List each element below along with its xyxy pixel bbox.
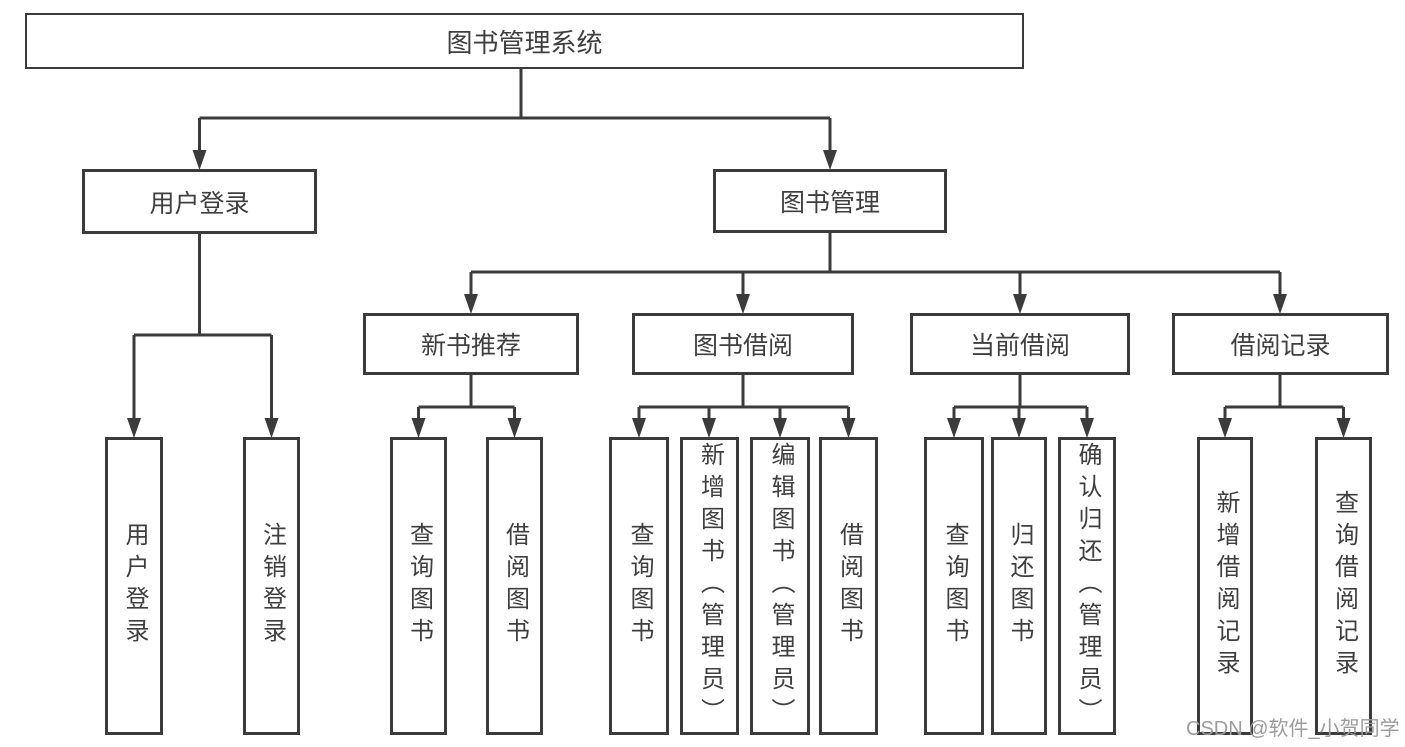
connector-book-borrow-to-leaves bbox=[632, 375, 856, 438]
node-book-borrow: 图书借阅 bbox=[632, 313, 854, 375]
connector-current-borrow-to-leaves bbox=[947, 375, 1094, 438]
node-user-login: 用户登录 bbox=[82, 169, 317, 234]
connector-book-management-to-level3 bbox=[464, 233, 1287, 314]
node-borrow-records: 借阅记录 bbox=[1172, 313, 1389, 375]
leaf-query-books-recommend: 查询图书 bbox=[390, 437, 447, 735]
leaf-add-books-admin: 新增图书（管理员） bbox=[680, 437, 739, 735]
connector-root-to-level2 bbox=[192, 69, 837, 170]
leaf-confirm-return-admin: 确认归还（管理员） bbox=[1058, 437, 1116, 735]
leaf-query-books-borrow: 查询图书 bbox=[609, 437, 669, 735]
node-book-management: 图书管理 bbox=[713, 169, 947, 233]
node-root: 图书管理系统 bbox=[25, 13, 1024, 69]
connector-new-book-to-leaves bbox=[411, 375, 522, 438]
connector-borrow-records-to-leaves bbox=[1218, 375, 1351, 438]
watermark: CSDN @软件_小贺同学 bbox=[1186, 718, 1400, 740]
leaf-query-books-current: 查询图书 bbox=[924, 437, 984, 735]
leaf-return-books: 归还图书 bbox=[991, 437, 1047, 735]
leaf-edit-books-admin: 编辑图书（管理员） bbox=[750, 437, 810, 735]
leaf-add-borrow-record: 新增借阅记录 bbox=[1197, 437, 1253, 735]
connector-user-login-to-leaves bbox=[127, 234, 279, 438]
leaf-logout: 注销登录 bbox=[243, 437, 300, 735]
leaf-user-login: 用户登录 bbox=[105, 437, 163, 735]
leaf-borrow-books: 借阅图书 bbox=[819, 437, 878, 735]
leaf-query-borrow-record: 查询借阅记录 bbox=[1315, 437, 1372, 735]
node-current-borrow: 当前借阅 bbox=[910, 313, 1130, 375]
node-new-book-recommend: 新书推荐 bbox=[363, 313, 579, 375]
leaf-borrow-books-recommend: 借阅图书 bbox=[486, 437, 543, 735]
